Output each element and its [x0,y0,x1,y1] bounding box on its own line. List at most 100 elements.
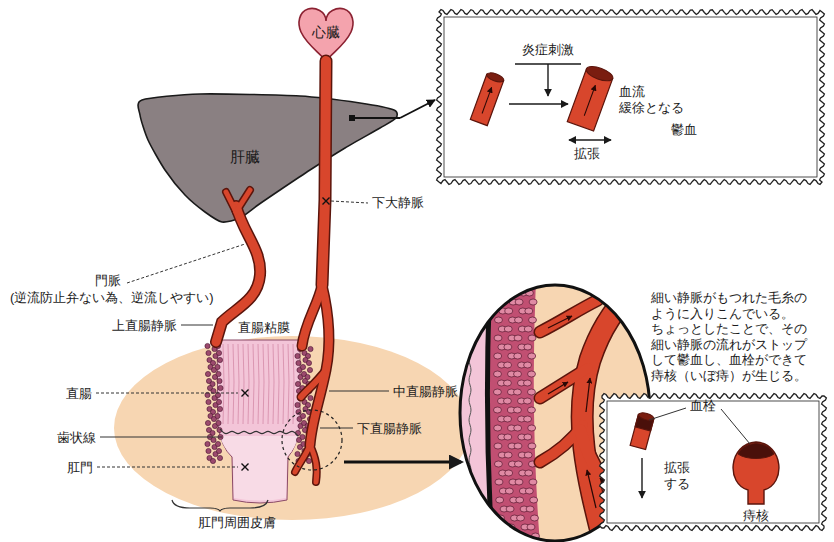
venous-plexus-cell [307,367,312,372]
mucosa-line [263,344,264,424]
inset-text: 拡張 [574,146,600,162]
venous-plexus-cell [206,399,211,404]
brace [172,500,268,511]
leader-line [721,409,750,444]
venous-plexus-cell [504,416,512,422]
venous-plexus-cell [217,406,222,411]
zoom-arrow [344,461,461,464]
venous-plexus-cell [205,441,210,446]
venous-plexus-cell [514,443,522,449]
venous-plexus-cell [529,317,537,323]
text-slot: 血流 緩徐となる [619,84,689,117]
venous-plexus-cell [494,461,502,467]
dentate-line [220,429,298,436]
venous-plexus-cell [528,353,536,359]
venous-plexus-cell [295,402,300,407]
venous-plexus-cell [217,455,222,460]
stimulus-arrow [547,64,548,96]
vein-segment [630,411,655,449]
venous-plexus-cell [210,458,215,463]
vessel-label: 上直腸静脈 [112,318,177,334]
venous-plexus-cell [497,533,505,539]
note-text: 細い静脈がもつれた毛糸の ように入りこんでいる。 ちょっとしたことで、その 細い… [651,290,829,383]
thrombus [738,444,774,459]
vein-segment [567,64,614,131]
venous-plexus-cell [216,350,221,355]
venous-plexus-cell [211,437,216,442]
venous-plexus-cell [506,506,514,512]
inset-text: 拡張 する [664,460,698,493]
venous-plexus-cell [523,398,531,404]
label-slot: 細い静脈がもつれた毛糸の ように入りこんでいる。 ちょっとしたことで、その 細い… [651,290,829,383]
mucosa-line [283,344,284,424]
venous-plexus-cell [215,441,220,446]
mucosa-line [273,344,274,424]
mucosa-line [228,344,229,424]
leader-line [97,467,238,468]
vessel-label: 下大静脈 [372,195,424,211]
vein [310,445,317,482]
mucosa-line [233,344,234,424]
venous-plexus-cell [523,380,531,386]
venous-plexus-cell [504,362,512,368]
label-slot: 直腸粘膜 [238,320,290,336]
part-label: 直腸 [66,386,92,402]
part-label: 直腸粘膜 [238,320,290,336]
part-label: 歯状線 [57,430,96,446]
venous-plexus-cell [514,371,522,377]
vein [540,368,588,398]
wavy-frame [437,10,825,185]
venous-plexus-cell [528,371,536,377]
mucosa-line [238,344,239,424]
inset-text: 血栓 [690,398,716,414]
venous-plexus-cell [295,353,300,358]
venous-plexus-cell [495,317,503,323]
venous-plexus-cell [524,362,532,368]
venous-plexus-cell [216,371,221,376]
venous-plexus-cell [295,451,300,456]
venous-plexus-cell [216,420,221,425]
venous-plexus-cell [505,308,513,314]
part-label: 肛門 [67,460,93,476]
label-slot: 中直腸静脈 [393,384,458,400]
venous-plexus-cell [494,353,502,359]
text-slot: 血栓 [690,398,716,414]
venous-plexus-cell [504,326,512,332]
dilation-arrow [569,139,611,140]
venous-plexus-cell [515,317,523,323]
inset-text: 炎症刺激 [522,42,574,58]
cross-mark [242,390,249,397]
venous-plexus-cell [494,443,502,449]
venous-plexus-cell [306,360,311,365]
mucosa-line [293,344,294,424]
vessel-label: 下直腸静脈 [357,421,422,437]
venous-plexus-cell [300,364,305,369]
vein-outline [302,285,322,346]
venous-plexus-cell [515,479,523,485]
venous-plexus-cell [516,497,524,503]
venous-plexus-cell [205,371,210,376]
venous-plexus-cell [514,461,522,467]
venous-plexus-cell [300,413,305,418]
inset-box: 炎症刺激血流 緩徐となる鬱血拡張 [435,8,826,186]
venous-plexus-cell [514,353,522,359]
liver-outline [138,94,397,222]
venous-plexus-cell [511,533,519,539]
inner-frame [444,17,817,177]
venous-plexus-cell [215,364,220,369]
leader-line [181,325,213,326]
venous-plexus-cell [515,299,523,305]
venous-plexus-cell [216,399,221,404]
venous-plexus-cell [495,299,503,305]
label-slot: 肛門 [67,460,93,476]
mucosa-line [288,344,289,424]
leader-line [649,408,686,420]
venous-plexus-cell [308,395,313,400]
venous-plexus-cell [517,515,525,521]
venous-plexus-cell [295,381,300,386]
venous-plexus-cell [505,488,513,494]
leader-line [331,201,368,203]
mucosa-line [258,344,259,424]
